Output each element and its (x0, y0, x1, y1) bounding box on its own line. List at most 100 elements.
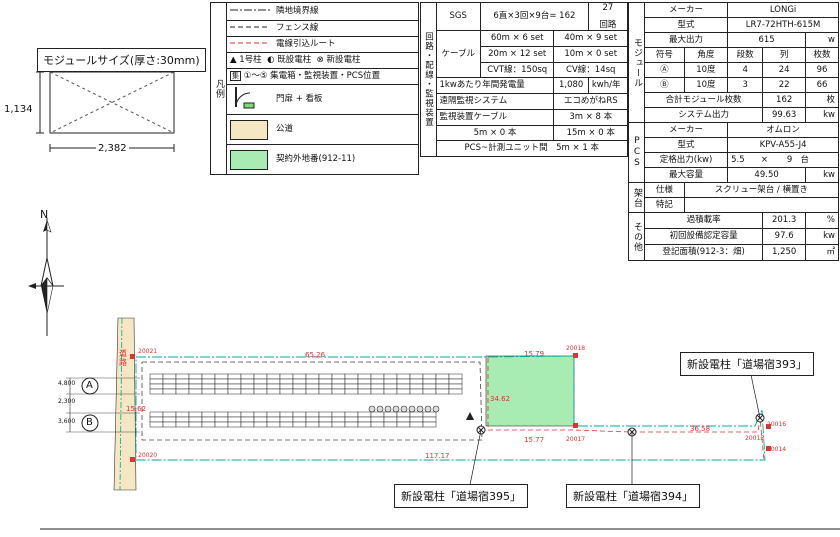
solar-module (370, 411, 385, 418)
solar-module (383, 373, 398, 380)
solar-module (162, 416, 177, 423)
solar-module (435, 378, 450, 385)
solar-module (331, 388, 346, 395)
solar-module (383, 383, 398, 390)
solar-module (383, 378, 398, 385)
callout-pole-395: 新設電柱「道場宿395」 (394, 484, 528, 508)
solar-module (448, 388, 463, 395)
dim-left: 15.62 (126, 405, 147, 413)
solar-module (253, 416, 268, 423)
solar-module (292, 421, 307, 428)
panel-array-a (149, 373, 463, 395)
solar-module (279, 421, 294, 428)
routing-header: 回路・配線・監視装置 (420, 2, 437, 157)
pt-20016: 20016 (767, 421, 787, 428)
sgs-value: 6直×3回×9台= 162 (479, 1, 589, 32)
solar-module (201, 373, 216, 380)
solar-module (162, 378, 177, 385)
solar-module (435, 383, 450, 390)
solar-module (318, 421, 333, 428)
solar-module (253, 421, 268, 428)
module-row-b: Ⓑ 10度 3 22 66 (629, 77, 839, 93)
solar-module (266, 421, 281, 428)
solar-module (318, 411, 333, 418)
solar-module (240, 373, 255, 380)
solar-module (396, 378, 411, 385)
pt-20014: 20014 (767, 446, 787, 453)
solar-module (227, 411, 242, 418)
mount-header: 架台 (628, 182, 645, 213)
module-header: モジュール (628, 2, 645, 123)
solar-module (266, 416, 281, 423)
solar-module (188, 373, 203, 380)
solar-module (422, 373, 437, 380)
solar-module (305, 383, 320, 390)
solar-module (409, 383, 424, 390)
legend-header: 凡例 (210, 2, 227, 175)
dim-bottom: 117.17 (425, 452, 450, 460)
callout-pole-393: 新設電柱「道場宿393」 (680, 352, 814, 376)
solar-module (162, 373, 177, 380)
collection-boxes (368, 405, 440, 413)
solar-module (292, 416, 307, 423)
solar-module (357, 378, 372, 385)
solar-module (318, 388, 333, 395)
gate-icon (235, 87, 255, 109)
solar-module (175, 411, 190, 418)
legend-equipment: 集 ①〜⑤ 集電箱・監視装置・PCS位置 (226, 68, 419, 85)
solar-module (370, 421, 385, 428)
solar-module (370, 383, 385, 390)
solar-module (344, 388, 359, 395)
solar-module (253, 373, 268, 380)
dim-right-top: 15.79 (524, 350, 545, 358)
solar-module (253, 411, 268, 418)
dim-top: 65.26 (305, 351, 326, 359)
solar-module (331, 411, 346, 418)
solar-module (279, 411, 294, 418)
solar-module (149, 373, 164, 380)
solar-module (357, 373, 372, 380)
solar-module (266, 388, 281, 395)
solar-module (214, 373, 229, 380)
solar-module (370, 388, 385, 395)
solar-module (448, 383, 463, 390)
solar-module (292, 411, 307, 418)
pcs-unit (424, 405, 432, 413)
pcs-unit (432, 405, 440, 413)
solar-module (201, 383, 216, 390)
solar-module (409, 411, 424, 418)
solar-module (305, 373, 320, 380)
pcs-unit (408, 405, 416, 413)
solar-module (149, 421, 164, 428)
solar-module (175, 373, 190, 380)
fence-line (141, 361, 483, 441)
solar-module (149, 383, 164, 390)
solar-module (422, 378, 437, 385)
solar-module (357, 383, 372, 390)
solar-module (149, 416, 164, 423)
solar-module (214, 388, 229, 395)
solar-module (318, 373, 333, 380)
legend-table: 凡例 隣地境界線 フェンス線 電線引込ルート ▲ 1号柱 ◐ 既設電柱 ⊗ 新設… (210, 2, 419, 175)
solar-module (201, 388, 216, 395)
road-label: 道路 (119, 349, 127, 367)
solar-module (149, 411, 164, 418)
module-height-dim: 1,134 (4, 104, 33, 115)
excluded-swatch (230, 149, 268, 170)
solar-module (422, 416, 437, 423)
solar-module (214, 416, 229, 423)
solar-module (214, 378, 229, 385)
solar-module (409, 416, 424, 423)
solar-module (344, 373, 359, 380)
solar-module (331, 416, 346, 423)
solar-module (175, 388, 190, 395)
solar-module (149, 388, 164, 395)
solar-module (331, 383, 346, 390)
solar-module (240, 378, 255, 385)
spec-table: モジュール メーカー LONGi 型式 LR7-72HTH-615M 最大出力 … (628, 2, 840, 261)
solar-module (253, 378, 268, 385)
solar-module (240, 388, 255, 395)
solar-module (370, 373, 385, 380)
solar-module (292, 378, 307, 385)
solar-module (266, 383, 281, 390)
